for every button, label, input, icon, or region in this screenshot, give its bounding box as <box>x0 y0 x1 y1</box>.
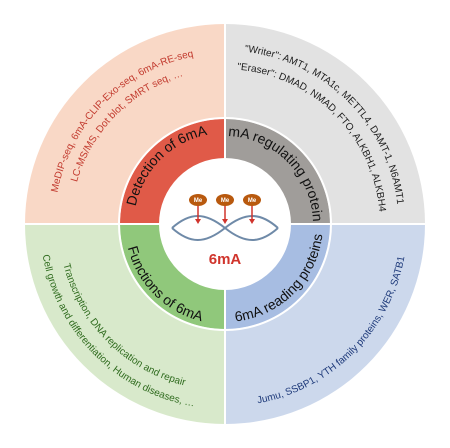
dna-helix-icon <box>171 215 279 241</box>
methyl-group-icon <box>216 194 234 206</box>
ring-divider <box>118 117 332 331</box>
methyl-label: Me <box>221 198 230 204</box>
methyl-arrow-icon <box>222 219 228 224</box>
methyl-group-icon <box>243 194 261 206</box>
methyl-arrow-icon <box>195 219 201 224</box>
methyl-label: Me <box>194 198 203 204</box>
methyl-group-icon <box>189 194 207 206</box>
center-label: 6mA <box>209 251 242 268</box>
methyl-marks: Me Me Me <box>189 194 261 224</box>
methyl-label: Me <box>248 198 257 204</box>
methyl-arrow-icon <box>249 219 255 224</box>
